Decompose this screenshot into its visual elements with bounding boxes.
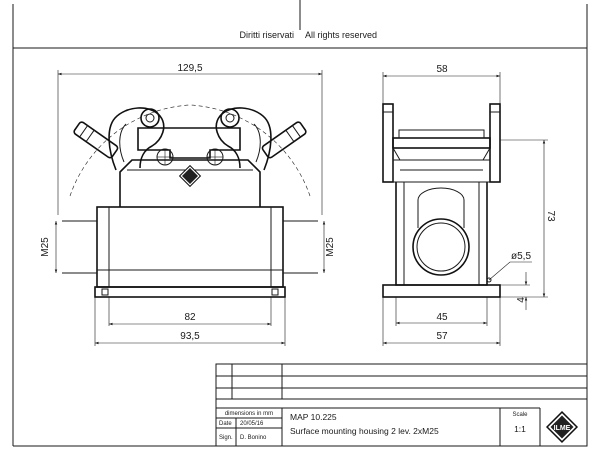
dim-front-total-width: 129,5 (177, 63, 202, 74)
side-lever-left (382, 103, 394, 183)
ilme-logo-icon: ILME (546, 411, 578, 443)
dim-side-outer-width: 57 (436, 331, 448, 342)
date-label: Date (219, 421, 232, 427)
dim-side-inner-width: 45 (436, 312, 448, 323)
title-block: dimensions in mm Date 20/05/16 Sign. D. … (215, 363, 588, 447)
dim-side-top-width: 58 (436, 64, 448, 75)
front-cover (119, 159, 261, 207)
side-cable-entry (412, 218, 470, 276)
dim-front-right-thread: M25 (325, 237, 336, 257)
front-view: 129,5 M25 M25 (40, 63, 336, 346)
logo-text: ILME (554, 425, 571, 432)
scale-value: 1:1 (514, 424, 526, 434)
units-note: dimensions in mm (225, 411, 273, 417)
dim-front-outer-width: 93,5 (180, 331, 200, 342)
sign-value: D. Bonino (240, 435, 267, 441)
sign-label: Sign. (219, 435, 233, 441)
front-logo-icon (179, 165, 201, 187)
front-body (96, 206, 284, 288)
dim-side-base: 4 (516, 297, 527, 303)
lever-swing-arc-right (189, 104, 311, 197)
drawing-frame (12, 4, 588, 447)
part-number: MAP 10.225 (290, 412, 337, 422)
side-base (382, 284, 501, 298)
part-description: Surface mounting housing 2 lev. 2xM25 (290, 426, 439, 436)
header: Diritti riservati All rights reserved (239, 0, 377, 40)
side-lever-right (489, 103, 501, 183)
dim-front-inner-width: 82 (184, 312, 196, 323)
side-body (395, 182, 488, 286)
side-cover-top (392, 137, 491, 149)
rights-italian: Diritti riservati (239, 30, 294, 40)
front-lever-right (215, 107, 307, 171)
side-view: 58 73 ø5,5 4 (382, 64, 556, 346)
front-base (94, 286, 286, 298)
date-value: 20/05/16 (240, 421, 264, 427)
rights-english: All rights reserved (305, 30, 377, 40)
dim-front-left-thread: M25 (40, 237, 51, 257)
lever-swing-arc-left (69, 104, 191, 197)
front-center-frame (137, 127, 241, 159)
scale-label: Scale (512, 412, 528, 418)
dim-side-hole: ø5,5 (511, 251, 531, 262)
dim-side-height: 73 (545, 210, 556, 222)
